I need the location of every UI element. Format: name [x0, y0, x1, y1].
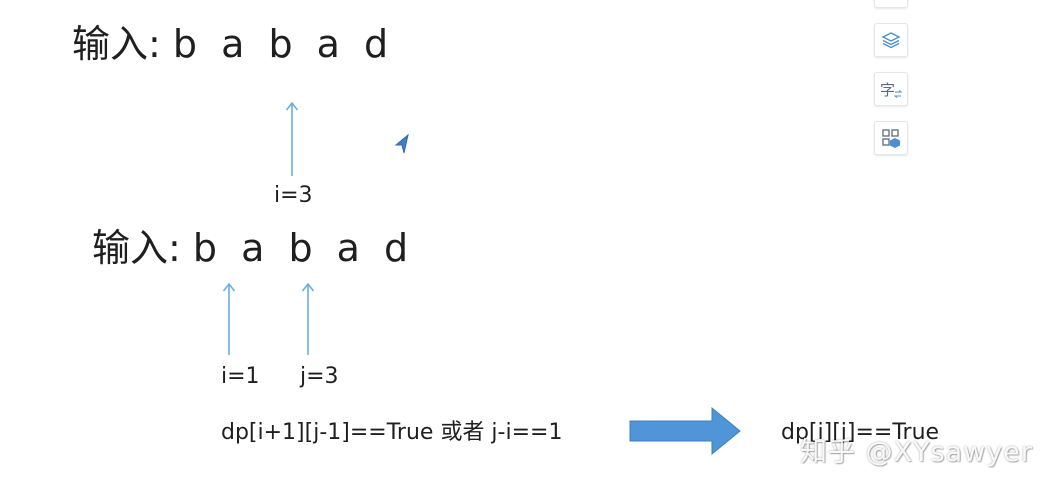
mouse-pointer-icon	[394, 133, 409, 154]
implies-arrow	[629, 406, 741, 456]
pointer-arrow-j3	[301, 282, 315, 355]
example1-input-line: 输入: b a b a d	[72, 22, 394, 66]
pointer-label-i1: i=1	[221, 364, 260, 389]
swap-arrows-icon	[894, 90, 902, 98]
result-formula: dp[i][j]==True	[781, 420, 940, 445]
translate-glyph: 字	[880, 81, 896, 99]
example2-input-prefix: 输入:	[92, 226, 181, 270]
translate-button[interactable]: 字	[874, 72, 908, 106]
layers-button[interactable]	[874, 23, 908, 57]
apps-icon	[882, 129, 900, 148]
example2-input-line: 输入: b a b a d	[92, 226, 414, 270]
zhihu-watermark: 知乎 @XYsawyer	[800, 437, 1033, 468]
condition-formula: dp[i+1][j-1]==True 或者 j-i==1	[221, 420, 563, 445]
translate-icon: 字	[880, 79, 902, 99]
example2-input-chars: b a b a d	[192, 226, 415, 270]
pointer-label-i3: i=3	[274, 183, 313, 208]
toolbar-top-button[interactable]	[874, 0, 908, 8]
apps-button[interactable]	[874, 121, 908, 155]
layers-icon	[881, 32, 901, 49]
pointer-label-j3: j=3	[300, 364, 339, 389]
example1-input-prefix: 输入:	[72, 22, 161, 66]
example1-input-chars: b a b a d	[172, 22, 395, 66]
pointer-arrow-i1	[222, 282, 236, 355]
pointer-arrow-i3	[285, 101, 299, 176]
